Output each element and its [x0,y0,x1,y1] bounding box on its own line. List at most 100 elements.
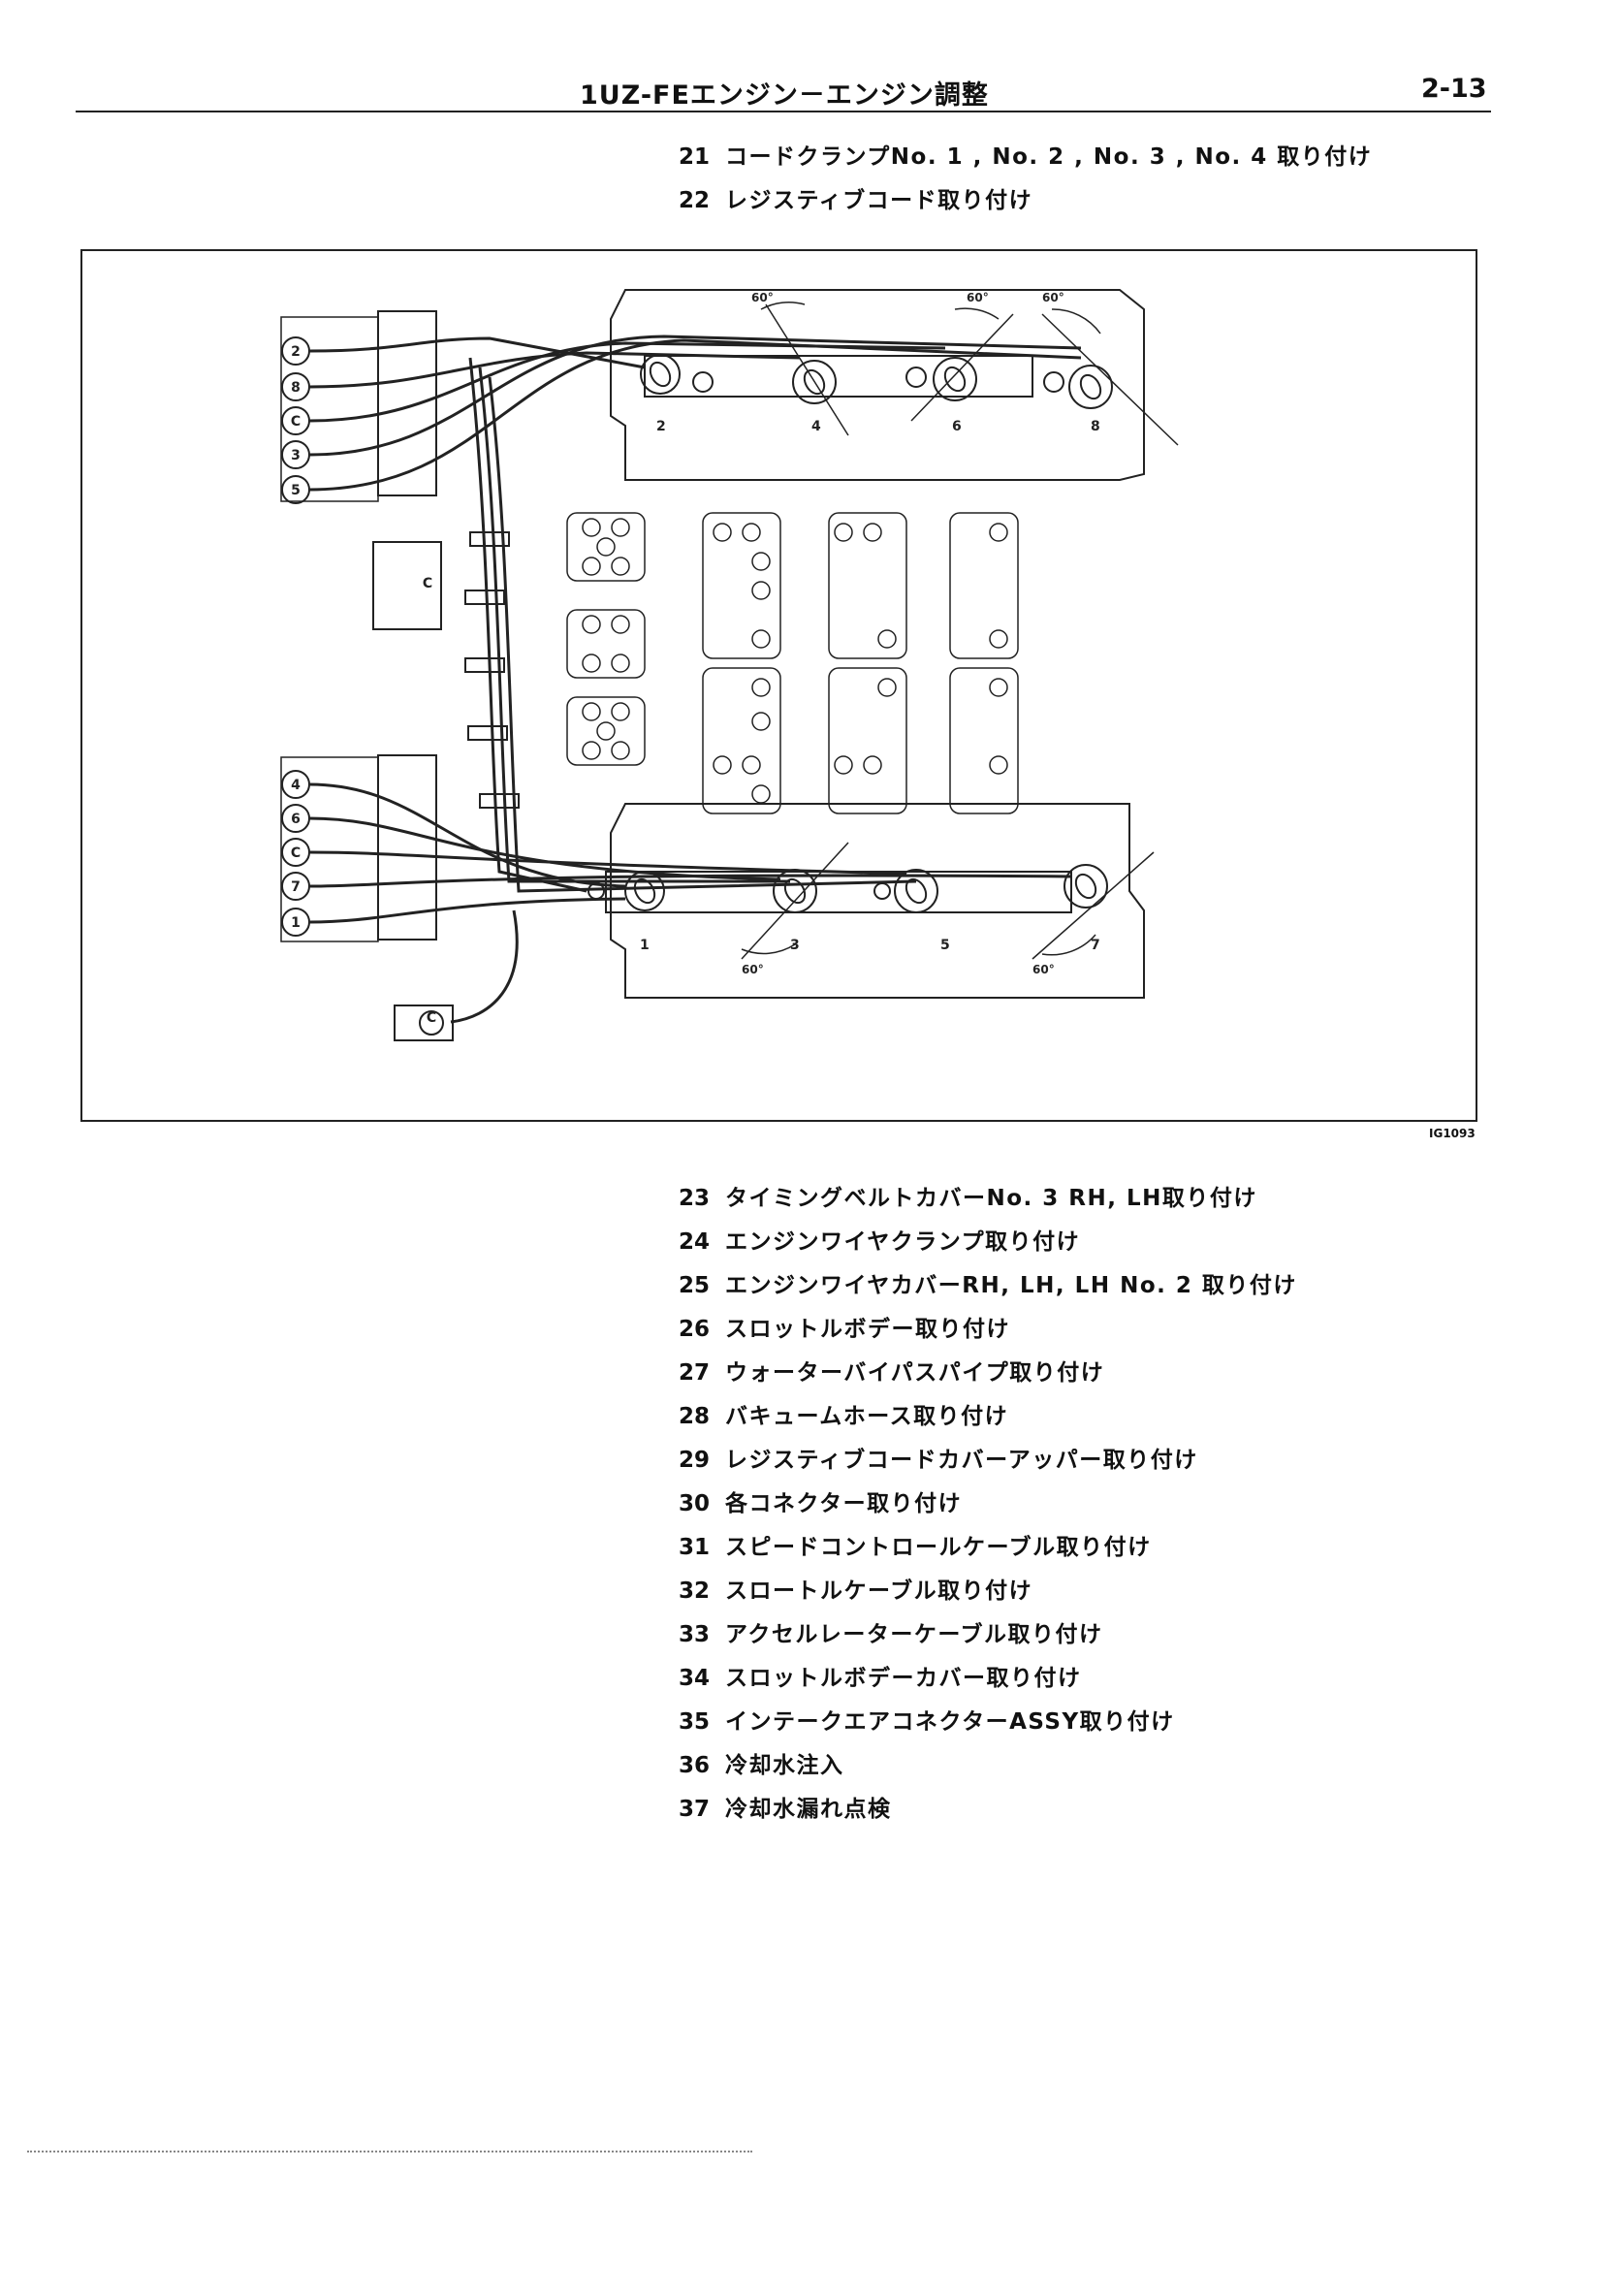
step-item: 36 冷却水注入 [679,1744,1297,1788]
angle-label: 60° [751,291,774,304]
step-text: エンジンワイヤクランプ取り付け [725,1229,1081,1255]
step-item: 22 レジスティブコード取り付け [679,179,1372,223]
wiring-diagram-svg: 60° 60° 60° 60° 60° 2 4 6 8 1 3 5 7 [280,289,1179,1041]
header-rule [76,111,1491,112]
cylinder-number: 1 [640,938,650,953]
plug-wires-bottom [308,782,1072,924]
step-text: 冷却水漏れ点検 [725,1797,892,1822]
coil-label: 6 [291,812,301,827]
step-text: アクセルレーターケーブル取り付け [725,1622,1103,1647]
cylinder-number: 7 [1091,938,1100,953]
step-number: 21 [679,144,711,170]
cylinder-number: 6 [952,419,962,434]
step-item: 33 アクセルレーターケーブル取り付け [679,1613,1297,1657]
step-number: 34 [679,1666,711,1691]
step-text: 冷却水注入 [725,1753,844,1778]
step-number: 27 [679,1360,711,1386]
figure-id: IG1093 [1429,1127,1476,1140]
cylinder-number: 2 [656,419,666,434]
coil-label: 5 [291,483,301,498]
step-number: 29 [679,1448,711,1473]
step-item: 29 レジスティブコードカバーアッパー取り付け [679,1439,1297,1483]
step-text: インテークエアコネクターASSY取り付け [725,1709,1175,1735]
angle-label: 60° [1042,291,1064,304]
cylinder-head-bottom [610,803,1145,999]
step-item: 34 スロットルボデーカバー取り付け [679,1657,1297,1701]
step-text: コードクランプNo. 1 , No. 2 , No. 3 , No. 4 取り付… [725,144,1373,170]
step-text: スロットルボデー取り付け [725,1317,1010,1342]
step-item: 26 スロットルボデー取り付け [679,1308,1297,1352]
step-number: 25 [679,1273,711,1298]
step-item: 23 タイミングベルトカバーNo. 3 RH, LH取り付け [679,1177,1297,1221]
step-number: 37 [679,1797,711,1822]
step-number: 35 [679,1709,711,1735]
step-number: 33 [679,1622,711,1647]
coil-label: 7 [291,879,301,895]
step-text: レジスティブコード取り付け [725,188,1033,213]
cylinder-number: 4 [811,419,821,434]
coil-block-top [377,310,437,496]
step-text: ウォーターバイパスパイプ取り付け [725,1360,1105,1386]
coil-label: 2 [291,344,301,360]
step-item: 32 スロートルケーブル取り付け [679,1570,1297,1613]
connector-cable [450,909,519,1024]
step-number: 36 [679,1753,711,1778]
step-item: 24 エンジンワイヤクランプ取り付け [679,1221,1297,1264]
angle-label: 60° [742,963,764,976]
spark-plug-top-8 [1068,365,1113,409]
coil-label: 4 [291,778,301,793]
step-number: 22 [679,188,711,213]
step-number: 26 [679,1317,711,1342]
igniter-box [372,541,442,630]
connector [394,1004,454,1041]
step-list-bottom: 23 タイミングベルトカバーNo. 3 RH, LH取り付け 24 エンジンワイヤク… [679,1177,1297,1832]
coil-label: C [291,845,301,861]
step-text: スロットルボデーカバー取り付け [725,1666,1082,1691]
step-list-top: 21 コードクランプNo. 1 , No. 2 , No. 3 , No. 4 取… [679,136,1372,223]
plug-rail-bottom [605,871,1072,913]
plug-rail-top [644,355,1033,398]
cylinder-number: 8 [1091,419,1100,434]
step-number: 31 [679,1535,711,1560]
step-text: タイミングベルトカバーNo. 3 RH, LH取り付け [725,1186,1257,1211]
connector-label: C [423,576,432,591]
cylinder-number: 3 [790,938,800,953]
step-text: レジスティブコードカバーアッパー取り付け [725,1448,1198,1473]
cord-clamps [464,531,520,809]
angle-reference-lines [741,301,1179,960]
spark-plug-top-2 [640,354,681,395]
step-number: 30 [679,1491,711,1516]
clamp-illustrations [566,512,1019,814]
coil-label: C [291,414,301,430]
step-item: 25 エンジンワイヤカバーRH, LH, LH No. 2 取り付け [679,1264,1297,1308]
cylinder-head-top [610,289,1145,481]
angle-label: 60° [967,291,989,304]
step-item: 35 インテークエアコネクターASSY取り付け [679,1701,1297,1744]
step-item: 21 コードクランプNo. 1 , No. 2 , No. 3 , No. 4 取… [679,136,1372,179]
connector-label: C [427,1010,436,1026]
step-number: 23 [679,1186,711,1211]
spark-plug-bottom-7 [1063,864,1108,909]
ignition-wiring-figure: 60° 60° 60° 60° 60° 2 4 6 8 1 3 5 7 [80,249,1477,1122]
step-number: 28 [679,1404,711,1429]
step-number: 32 [679,1578,711,1604]
step-number: 24 [679,1229,711,1255]
cylinder-number: 5 [940,938,950,953]
step-item: 27 ウォーターバイパスパイプ取り付け [679,1352,1297,1395]
step-item: 37 冷却水漏れ点検 [679,1788,1297,1832]
coil-label: 8 [291,380,301,396]
coil-label: 3 [291,448,301,463]
step-text: バキュームホース取り付け [725,1404,1009,1429]
plug-wires-top [308,335,1082,893]
angle-label: 60° [1032,963,1055,976]
step-text: スピードコントロールケーブル取り付け [725,1535,1152,1560]
step-item: 28 バキュームホース取り付け [679,1395,1297,1439]
coil-label: 1 [291,915,301,931]
step-text: スロートルケーブル取り付け [725,1578,1033,1604]
step-item: 31 スピードコントロールケーブル取り付け [679,1526,1297,1570]
footer-dotted-rule [27,2151,752,2152]
step-item: 30 各コネクター取り付け [679,1483,1297,1526]
step-text: エンジンワイヤカバーRH, LH, LH No. 2 取り付け [725,1273,1297,1298]
step-text: 各コネクター取り付け [725,1491,963,1516]
page-number: 2-13 [1421,74,1487,104]
